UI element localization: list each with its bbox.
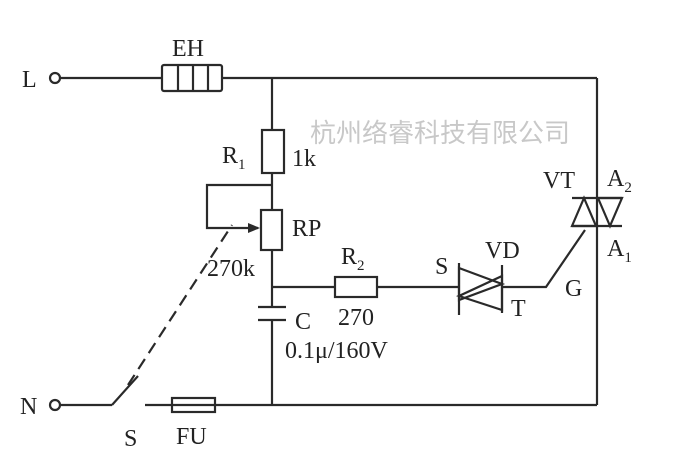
label-VD: VD [485,238,520,264]
label-VD-S: S [435,254,448,280]
label-EH: EH [172,36,204,62]
label-G: G [565,276,582,302]
resistor-R2 [333,275,379,299]
potentiometer-RP [259,208,284,252]
heater-EH [160,63,224,93]
switch-S [111,375,139,406]
label-RP: RP [292,216,321,242]
watermark-text: 杭州络睿科技有限公司 [310,119,570,149]
label-C: C [295,309,311,335]
mechanical-link [127,224,233,386]
label-A2: A2 [607,166,632,196]
triac-VT [570,78,624,405]
terminal-N [48,398,62,412]
gate-wire [502,229,586,289]
wiper-loop [205,183,272,230]
label-R1: R1 [222,143,246,173]
label-S: S [124,426,137,449]
label-VT: VT [543,168,575,194]
label-L: L [22,67,37,93]
label-RP-value: 270k [207,256,255,282]
label-R2: R2 [341,244,365,274]
resistor-R1 [260,128,286,175]
diac-VD [456,263,506,315]
terminal-L [48,71,62,85]
label-R1-value: 1k [292,146,316,172]
label-A1: A1 [607,236,632,266]
label-R2-value: 270 [338,305,374,331]
label-N: N [20,394,37,420]
label-C-value: 0.1μ/160V [285,338,389,364]
wiper-arrow [248,223,260,233]
label-FU: FU [176,424,207,449]
label-VD-T: T [511,296,526,322]
